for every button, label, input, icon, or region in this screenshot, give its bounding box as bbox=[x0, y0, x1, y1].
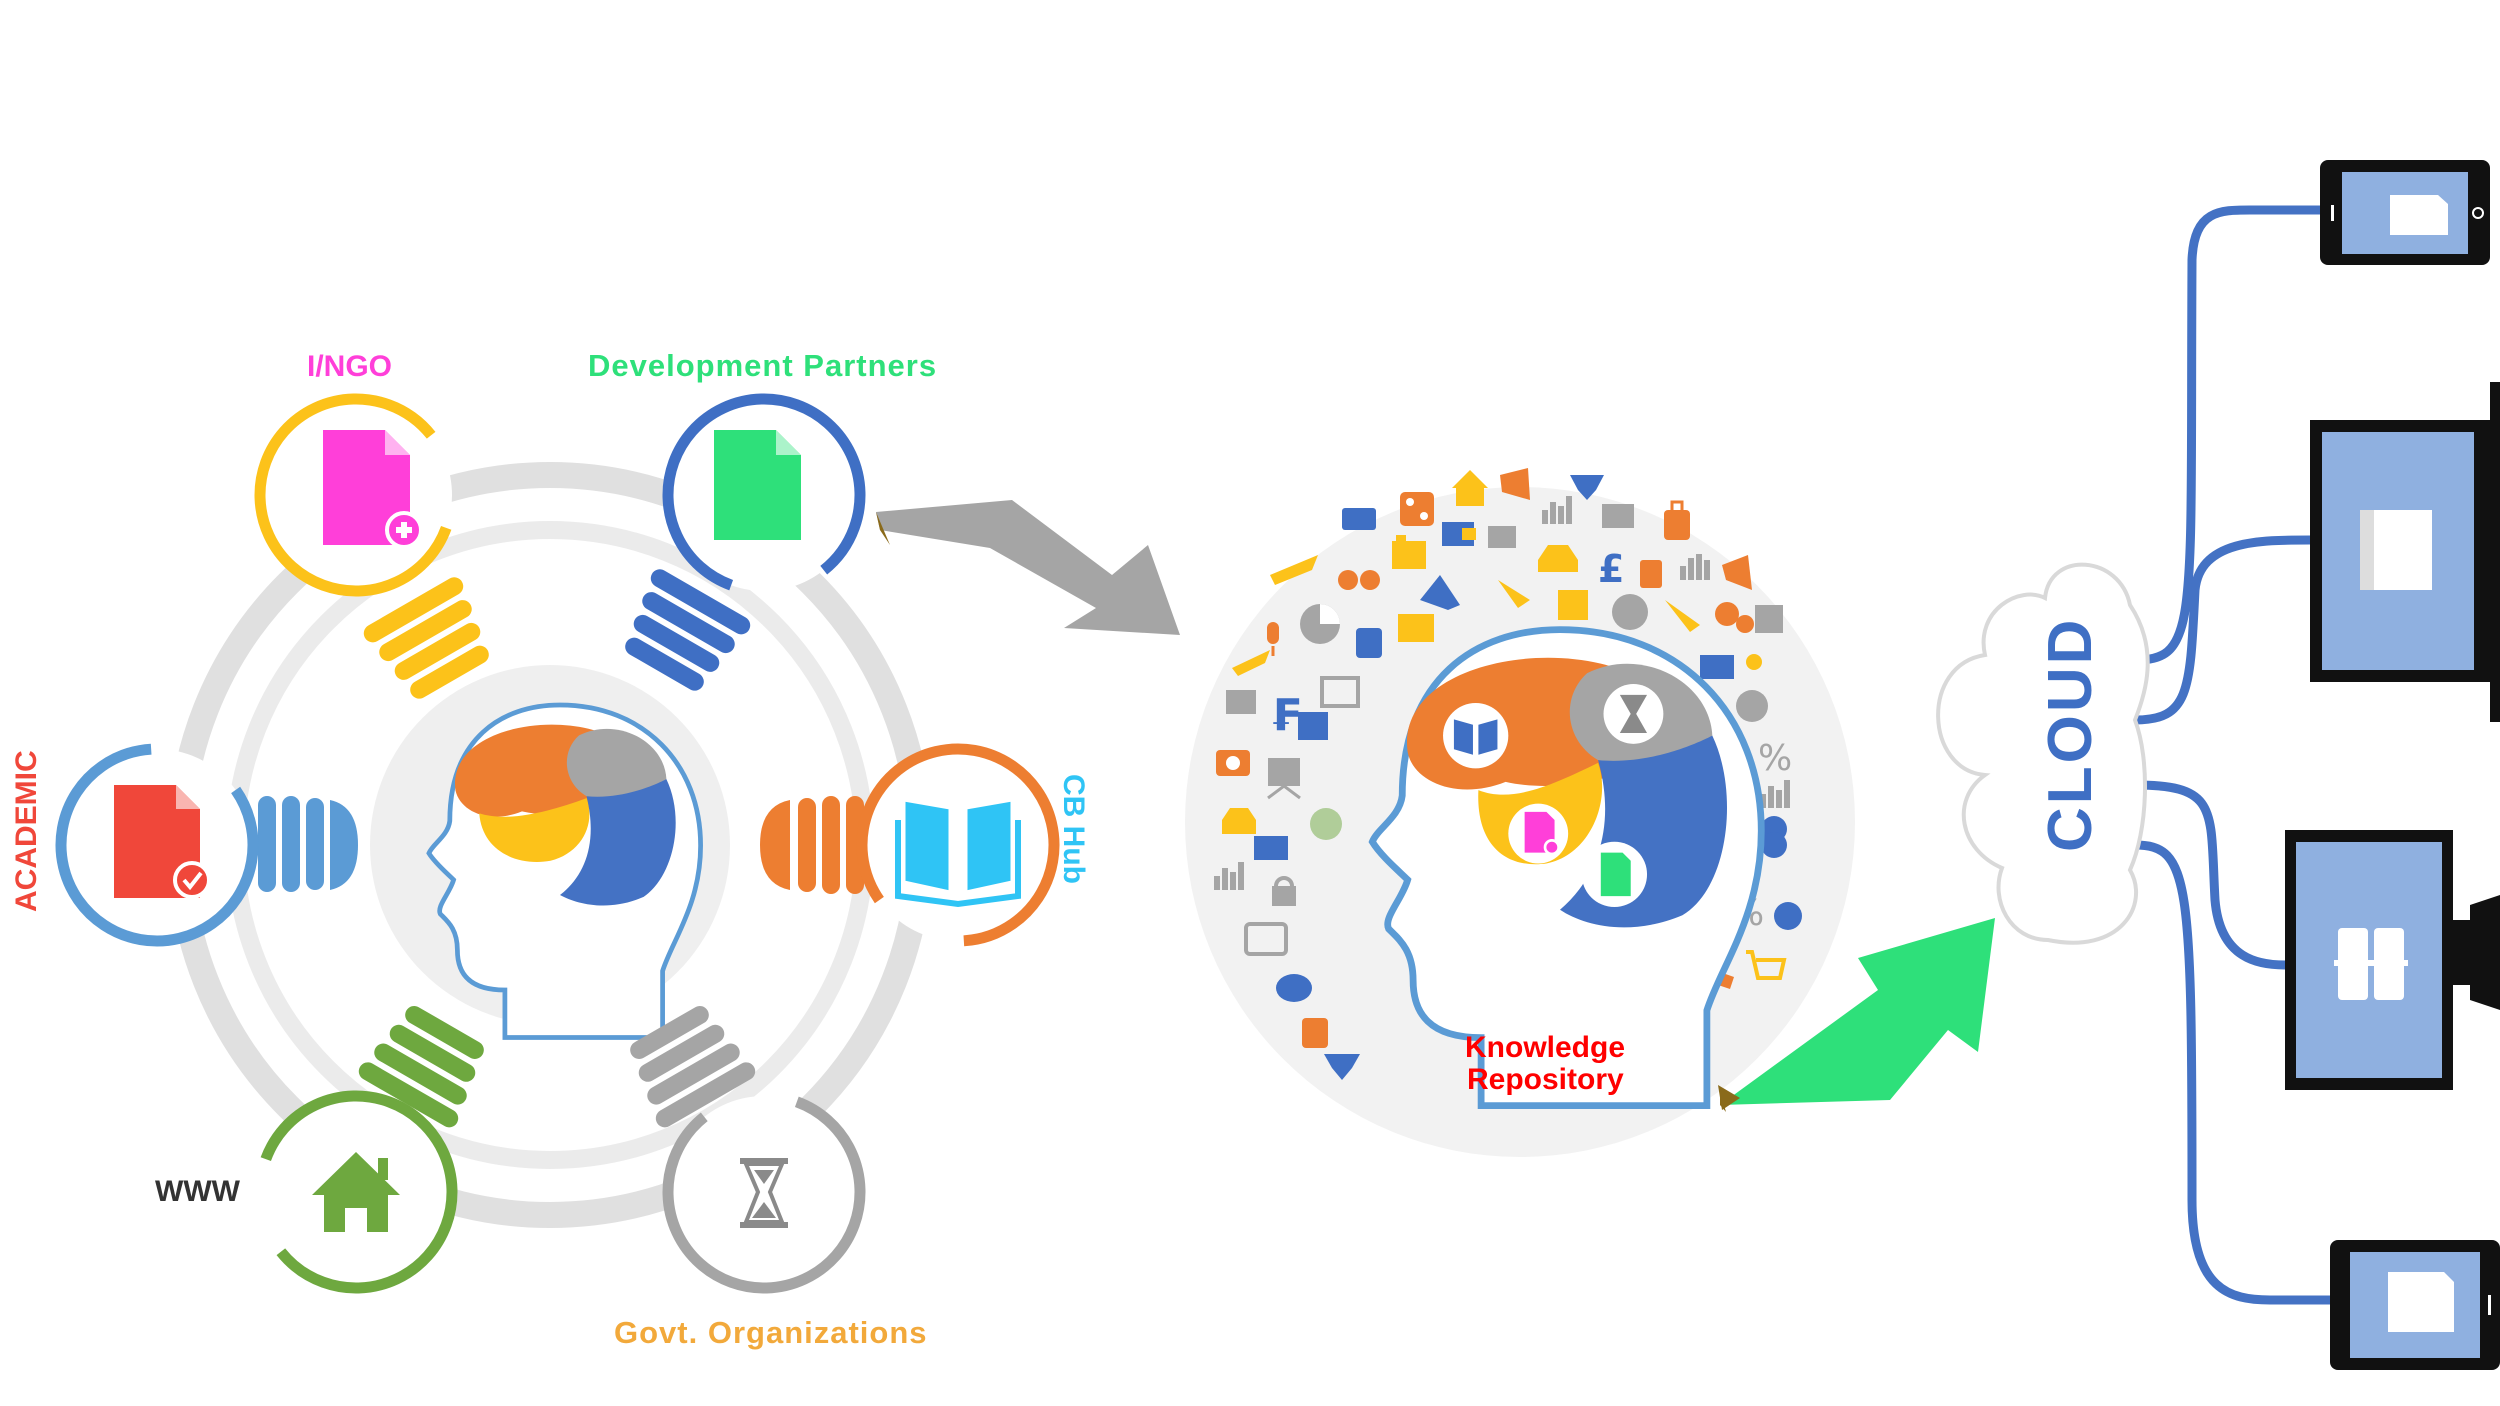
label-development-partners: Development Partners bbox=[588, 348, 938, 383]
label-cloud: CLOUD bbox=[2035, 615, 2107, 853]
open-book-icon bbox=[895, 798, 1021, 908]
document-icon bbox=[2390, 195, 2448, 235]
label-ingo: I/NGO bbox=[307, 350, 393, 383]
bulb-ingo bbox=[363, 577, 489, 699]
folder-icon bbox=[2360, 510, 2432, 590]
label-repository: Repository bbox=[1467, 1063, 1624, 1096]
tablet-device-top bbox=[2320, 160, 2490, 265]
stakeholder-ring-diagram bbox=[55, 393, 1060, 1294]
brain-yellow-lobe bbox=[479, 798, 590, 862]
brain-gray-lobe bbox=[566, 728, 667, 800]
node-academic bbox=[55, 743, 259, 947]
node-development-partners bbox=[662, 393, 866, 597]
document-icon bbox=[2388, 1272, 2454, 1332]
monitor-device bbox=[2310, 382, 2500, 722]
arrow-to-cloud bbox=[1718, 918, 1995, 1112]
bulb-govt bbox=[630, 1005, 756, 1128]
bulb-cb-hub bbox=[760, 796, 864, 894]
bulb-www bbox=[358, 1005, 484, 1128]
node-ingo bbox=[254, 393, 458, 597]
repository-brain-head bbox=[1372, 630, 1761, 1106]
desktop-device bbox=[2285, 830, 2500, 1090]
cloud-shape bbox=[1936, 562, 2150, 945]
label-cb-hub: CB Hub bbox=[1057, 774, 1090, 884]
bulb-academic bbox=[258, 796, 358, 892]
bulb-development-partners bbox=[625, 569, 751, 691]
book-icon bbox=[2334, 928, 2408, 1000]
arrow-to-repository bbox=[876, 500, 1180, 635]
document-check-icon bbox=[114, 785, 211, 899]
home-icon bbox=[312, 1152, 400, 1232]
brain-blue-lobe bbox=[560, 779, 676, 906]
node-www bbox=[254, 1090, 458, 1294]
tablet-device-bottom bbox=[2330, 1240, 2500, 1370]
center-brain-head bbox=[429, 705, 701, 1038]
svg-text:₣: ₣ bbox=[1270, 690, 1301, 741]
cloud-network bbox=[1936, 160, 2500, 1370]
label-academic: ACADEMIC bbox=[10, 750, 43, 912]
document-icon bbox=[714, 430, 801, 540]
node-cb-hub bbox=[856, 743, 1060, 947]
label-govt-organizations: Govt. Organizations bbox=[614, 1315, 928, 1350]
svg-text:%: % bbox=[1758, 738, 1792, 779]
node-govt bbox=[662, 1090, 866, 1294]
hourglass-icon bbox=[740, 1158, 788, 1228]
label-knowledge: Knowledge bbox=[1465, 1031, 1626, 1064]
knowledge-repository: £ ₣ bbox=[1185, 468, 1855, 1157]
svg-text:£: £ bbox=[1598, 547, 1624, 591]
document-plus-icon bbox=[323, 430, 423, 549]
label-www: WWW bbox=[155, 1175, 240, 1208]
